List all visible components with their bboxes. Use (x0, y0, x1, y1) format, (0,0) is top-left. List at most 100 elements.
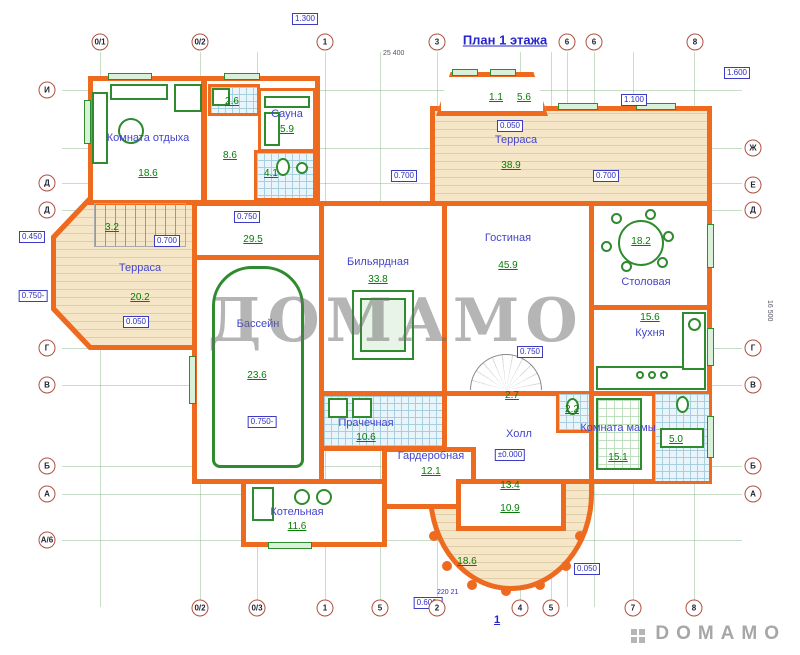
dimension-box: 1.600 (723, 67, 751, 79)
axis-marker-left: Г (38, 339, 56, 357)
axis-marker-top: 3 (428, 33, 446, 51)
chair (611, 213, 622, 224)
window (189, 356, 196, 404)
dimension-box: 0.750 (516, 346, 544, 358)
grid-line-h (62, 148, 742, 149)
area-wc: 2.2 (565, 404, 579, 415)
area-terrace-left: 20.2 (130, 292, 150, 303)
label-living: Гостиная (484, 232, 532, 244)
dimension-box: 1.300 (291, 13, 319, 25)
window (707, 328, 714, 366)
area-pool: 23.6 (247, 370, 267, 381)
axis-marker-bottom: 8 (685, 599, 703, 617)
stove-burner (648, 371, 656, 379)
axis-marker-bottom: 5 (542, 599, 560, 617)
sauna-bench (264, 96, 310, 108)
dimension-box: 0.050 (496, 120, 524, 132)
boiler-unit (316, 489, 332, 505)
billiard-table-inner (360, 298, 406, 352)
coffee-table (118, 118, 144, 144)
kitchen-sink (688, 318, 701, 331)
area-wardrobe: 12.1 (421, 466, 441, 477)
area-laundry: 10.6 (356, 432, 376, 443)
dimension-box: 0.700 (390, 170, 418, 182)
chair (657, 257, 668, 268)
area-shower: 2.6 (225, 96, 239, 107)
window (224, 73, 260, 80)
terrace-column (442, 561, 452, 571)
sofa (92, 92, 108, 164)
axis-marker-right: Б (744, 457, 762, 475)
label-kitchen: Кухня (635, 327, 665, 339)
axis-marker-right: А (744, 485, 762, 503)
label-billiard: Бильярдная (347, 256, 409, 268)
axis-marker-bottom: 0/2 (191, 599, 209, 617)
area-terrace-bottom: 18.6 (457, 556, 477, 567)
axis-marker-right: Г (744, 339, 762, 357)
axis-marker-left: В (38, 376, 56, 394)
page-title: План 1 этажа (462, 32, 548, 48)
washing-machine (352, 398, 372, 418)
label-hall: Холл (506, 428, 532, 440)
bottom-note-dim: 220 21 (437, 589, 459, 596)
dimension-box: 0.750 (233, 211, 261, 223)
area-bath-small: 4.1 (264, 168, 278, 179)
bathtub (660, 428, 704, 448)
terrace-column (561, 561, 571, 571)
toilet (676, 396, 689, 413)
dimension-box: 0.700 (153, 235, 181, 247)
room-corridor (192, 201, 324, 260)
window (108, 73, 152, 80)
chair (621, 261, 632, 272)
area-corridor: 29.5 (243, 234, 263, 245)
terrace-column (501, 586, 511, 596)
washing-machine (328, 398, 348, 418)
area-sauna: 5.9 (280, 124, 294, 135)
area-hall: 13.4 (500, 480, 520, 491)
chair (601, 241, 612, 252)
axis-marker-top: 8 (686, 33, 704, 51)
label-sauna: Сауна (271, 108, 303, 120)
room-porch (456, 479, 566, 531)
label-terrace-top: Терраса (494, 134, 538, 146)
stove-burner (660, 371, 668, 379)
grid-line-h (62, 540, 742, 541)
boiler-tank (252, 487, 274, 521)
axis-marker-right: Д (744, 201, 762, 219)
stove-burner (636, 371, 644, 379)
area-bay-1: 1.1 (489, 92, 503, 103)
toilet (276, 158, 290, 176)
terrace-column (467, 580, 477, 590)
axis-marker-bottom: 1 (316, 599, 334, 617)
axis-marker-left: Д (38, 174, 56, 192)
axis-marker-top: 6 (558, 33, 576, 51)
dimension-box: 0.050 (122, 316, 150, 328)
area-boiler: 11.6 (287, 521, 307, 532)
window (707, 224, 714, 268)
area-hall-small: 2.7 (505, 390, 519, 401)
dining-table (618, 220, 664, 266)
area-living: 45.9 (498, 260, 518, 271)
area-bay-2: 5.6 (517, 92, 531, 103)
sink (296, 162, 308, 174)
axis-marker-right: Е (744, 176, 762, 194)
grid-line-h (62, 90, 742, 91)
area-entry-stairs: 3.2 (105, 222, 119, 233)
axis-marker-left: Б (38, 457, 56, 475)
axis-marker-left: И (38, 81, 56, 99)
label-rest-room: Комната отдыха (106, 132, 190, 144)
axis-marker-top: 6 (585, 33, 603, 51)
window (490, 69, 516, 76)
cabinet (174, 84, 202, 112)
terrace-top (430, 106, 712, 206)
window (268, 542, 312, 549)
axis-marker-top: 0/1 (91, 33, 109, 51)
area-corridor-small: 8.6 (223, 150, 237, 161)
window (452, 69, 478, 76)
axis-marker-left: Д (38, 201, 56, 219)
boiler-unit (294, 489, 310, 505)
axis-marker-bottom: 0/3 (248, 599, 266, 617)
pool-basin (212, 266, 304, 468)
shower-tray (212, 88, 230, 106)
kitchen-counter (596, 366, 706, 390)
